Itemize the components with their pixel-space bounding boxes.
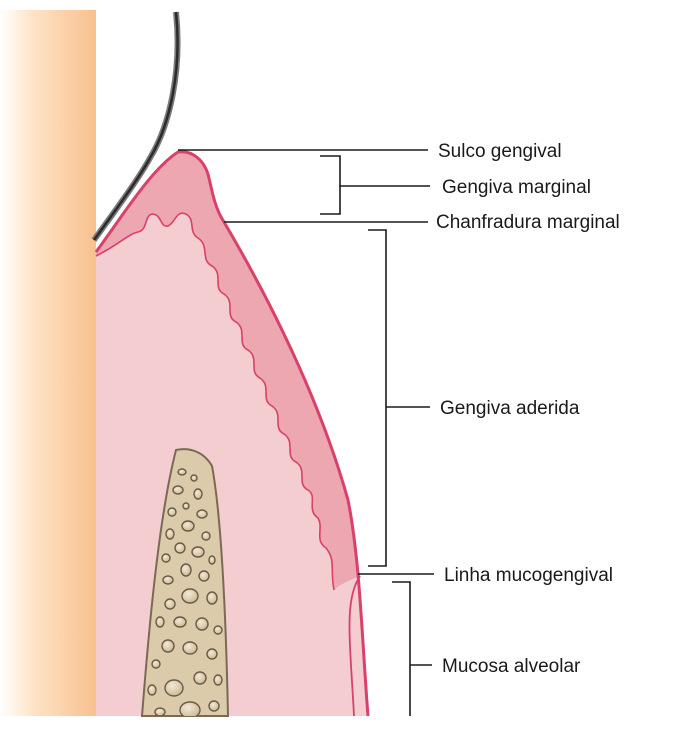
tooth-root (0, 10, 96, 716)
label-chanfradura-marginal: Chanfradura marginal (436, 212, 620, 233)
mucosa-alveolar-bracket (392, 582, 432, 716)
label-mucosa-alveolar: Mucosa alveolar (442, 656, 581, 677)
gengiva-marginal-bracket (320, 156, 430, 214)
gengiva-aderida-bracket (368, 230, 430, 566)
label-sulco-gengival: Sulco gengival (438, 141, 562, 162)
label-linha-mucogengival: Linha mucogengival (444, 565, 613, 586)
label-gengiva-aderida: Gengiva aderida (440, 398, 580, 419)
label-gengiva-marginal: Gengiva marginal (442, 177, 591, 198)
